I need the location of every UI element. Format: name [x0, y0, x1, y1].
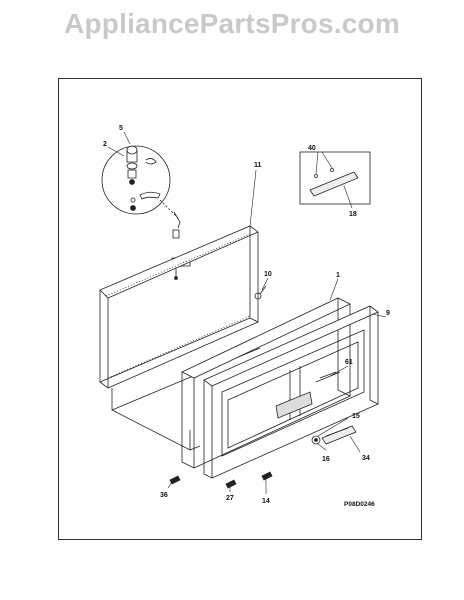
callout-5: 5	[119, 125, 123, 132]
diagram-code: P08D0246	[344, 501, 375, 508]
callout-16: 16	[322, 456, 330, 463]
callout-10: 10	[264, 271, 272, 278]
screw-part	[254, 285, 267, 300]
small-hardware	[169, 471, 273, 489]
control-panel-part	[321, 425, 357, 445]
callout-18: 18	[349, 211, 357, 218]
callout-2: 2	[103, 141, 107, 148]
callout-1: 1	[336, 272, 340, 279]
callout-61: 61	[345, 359, 353, 366]
callout-leaders	[107, 131, 387, 494]
callout-11: 11	[254, 162, 262, 169]
callout-27: 27	[226, 495, 234, 502]
callout-34: 34	[362, 455, 370, 462]
diagram-frame	[58, 78, 422, 540]
watermark-text: AppliancePartsPros.com	[64, 8, 400, 39]
knob-part	[311, 435, 321, 445]
callout-15: 15	[352, 413, 360, 420]
callout-9: 9	[386, 310, 390, 317]
callout-14: 14	[262, 498, 270, 505]
door-gasket-rear	[99, 225, 259, 389]
callout-36: 36	[160, 492, 168, 499]
hinge-detail-circle	[101, 145, 179, 219]
door-outer-panel	[181, 297, 351, 469]
cabinet-body	[111, 347, 261, 451]
handle-detail-box	[299, 151, 371, 205]
door-inner-liner	[203, 305, 379, 479]
callout-40: 40	[308, 145, 316, 152]
hinge-assembly	[171, 211, 191, 280]
